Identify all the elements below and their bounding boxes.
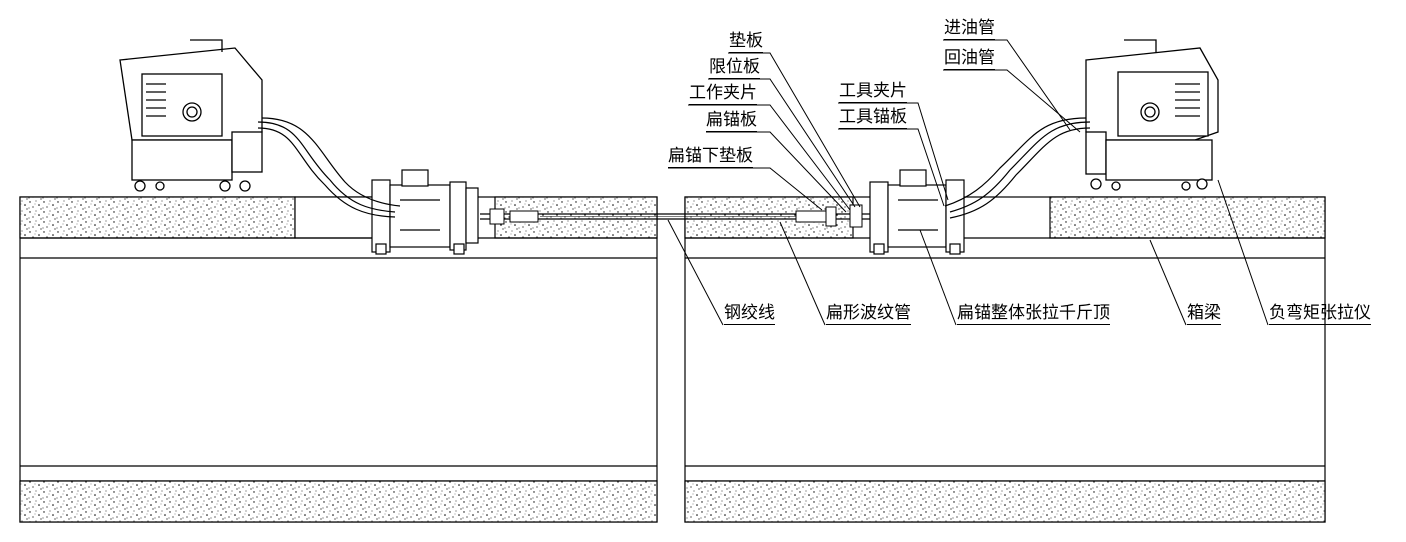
label-flat-corrugated-duct: 扁形波纹管 xyxy=(826,303,911,325)
flat-corrugated-duct xyxy=(489,204,863,228)
label-flat-anchor-plate: 扁锚板 xyxy=(706,110,757,132)
label-tool-anchor-plate: 工具锚板 xyxy=(839,107,907,129)
tensioning-instrument-left xyxy=(119,39,263,192)
label-limit-plate: 限位板 xyxy=(709,57,760,79)
label-oil-inlet-hose: 进油管 xyxy=(944,18,995,40)
oil-hoses xyxy=(257,117,1091,219)
box-girder-right xyxy=(684,196,1326,523)
tensioning-instrument-right xyxy=(1085,39,1219,191)
label-shim-plate: 垫板 xyxy=(729,31,763,53)
jack-right xyxy=(869,169,965,255)
label-oil-return-hose: 回油管 xyxy=(944,48,995,70)
box-girder-left xyxy=(19,196,658,523)
label-working-wedge: 工作夹片 xyxy=(689,83,757,105)
label-tool-wedge: 工具夹片 xyxy=(839,81,907,103)
label-negative-moment-tensioner: 负弯矩张拉仪 xyxy=(1269,303,1371,325)
leader-lines xyxy=(667,39,1269,326)
jack-left xyxy=(371,169,479,255)
label-box-girder: 箱梁 xyxy=(1187,303,1221,325)
label-flat-anchor-bearing-plate: 扁锚下垫板 xyxy=(668,146,753,168)
label-flat-anchor-jack: 扁锚整体张拉千斤顶 xyxy=(957,303,1110,325)
label-steel-strand: 钢绞线 xyxy=(724,303,775,325)
